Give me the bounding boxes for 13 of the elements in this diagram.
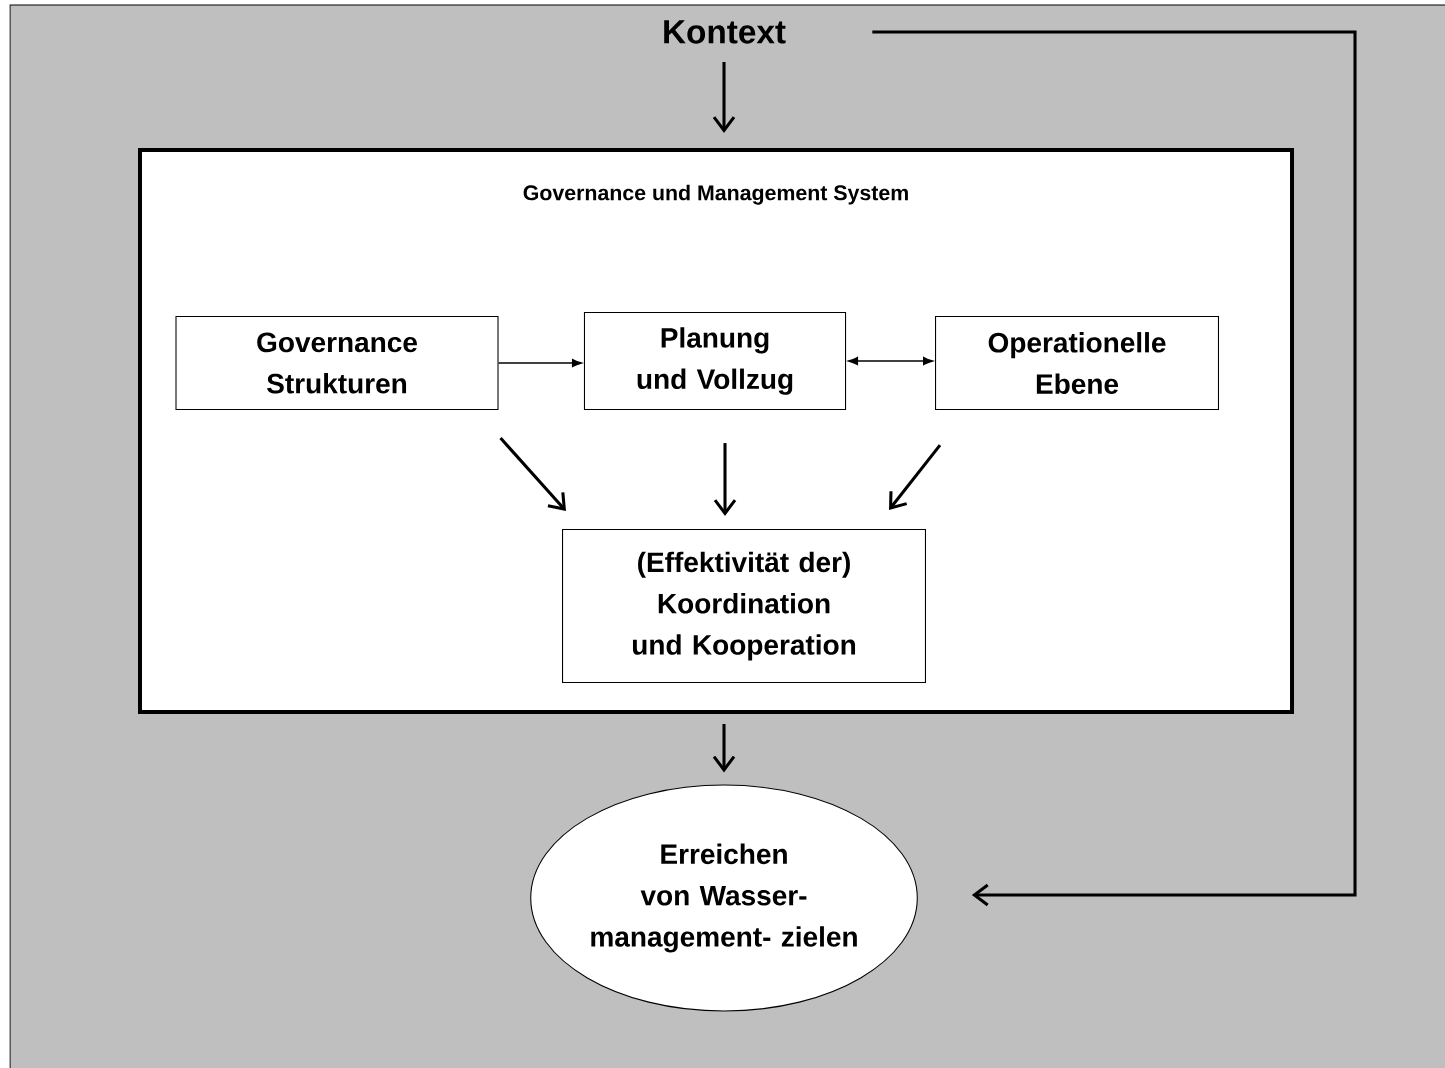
arrow: [848, 356, 933, 366]
arrow: [872, 30, 1357, 907]
arrow: [712, 724, 736, 773]
arrow: [497, 358, 582, 368]
arrow: [499, 437, 566, 511]
heading-text: Kontext: [664, 20, 786, 44]
arrow: [889, 444, 942, 510]
process-box: Operationelle Ebene: [935, 315, 1219, 411]
process-box: (Effektivität der) Koordination und Kooperation: [562, 528, 926, 684]
process-box: Governance Strukturen: [175, 315, 499, 411]
arrow: [712, 62, 736, 133]
process-box: Planung und Vollzug: [583, 311, 847, 411]
arrow: [713, 443, 737, 516]
